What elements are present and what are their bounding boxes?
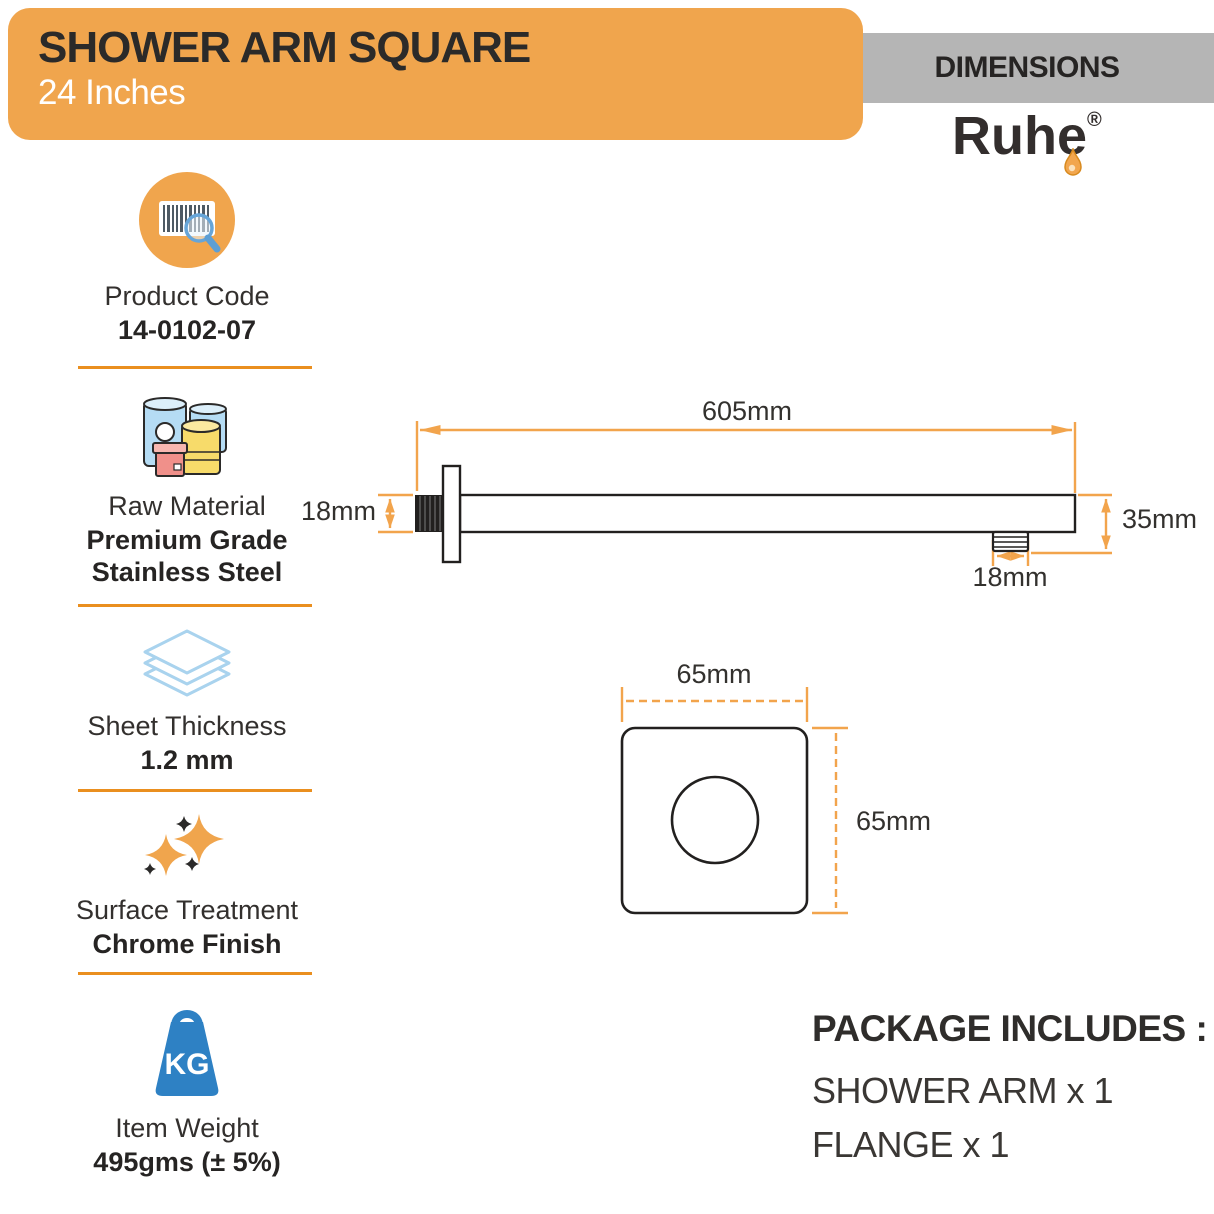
inlet-thread-label: 18mm [301,496,376,526]
brand-name: Ruhe [952,106,1087,166]
spec-label: Item Weight [115,1113,259,1143]
outlet-thread [991,530,1030,553]
page-subtitle: 24 Inches [38,73,186,112]
spec-raw-material: Raw Material Premium Grade Stainless Ste… [27,394,347,588]
title-banner: SHOWER ARM SQUARE 24 Inches [8,8,863,140]
shower-arm-drawing: 605mm 18mm 18mm 35mm [301,396,1197,592]
spec-product-code: Product Code 14-0102-07 [27,172,347,346]
spec-value: 495gms (± 5%) [93,1147,281,1177]
flange-width-label: 65mm [676,659,751,689]
dimensions-label: DIMENSIONS [934,51,1120,84]
item-weight-icon: KG [155,1010,219,1096]
spec-label: Surface Treatment [75,895,299,925]
surface-treatment-icon [144,814,224,876]
arm-body [415,464,1077,564]
page-title: SHOWER ARM SQUARE [38,23,531,72]
divider [78,366,312,369]
outlet-thread-label: 18mm [972,562,1047,592]
spec-item-weight: KG Item Weight 495gms (± 5%) [27,996,347,1178]
sheet-thickness-icon [143,629,231,697]
flange-height-label: 65mm [856,806,931,836]
package-item-flange: FLANGE x 1 [812,1124,1010,1165]
kg-label: KG [165,1048,210,1081]
spec-sheet-thickness: Sheet Thickness 1.2 mm [27,628,347,776]
package-includes-heading: PACKAGE INCLUDES : [812,1008,1208,1049]
flange-drawing: 65mm 65mm [620,659,931,915]
spec-label: Raw Material [108,491,266,521]
inlet-thread [415,495,443,532]
raw-material-icon [143,397,227,477]
arm-tube [458,493,1077,534]
spec-value: Premium Grade Stainless Steel [86,525,288,587]
wall-flange [441,464,462,564]
brand-logo: Ruhe® [952,106,1162,178]
spec-value: 1.2 mm [140,745,234,775]
water-droplet-icon [1064,148,1082,176]
dimensions-band: DIMENSIONS [840,33,1214,103]
flange-hole [670,775,760,865]
spec-value: 14-0102-07 [117,315,257,345]
divider [78,604,312,607]
flange-dimension-lines [620,687,848,915]
divider [78,972,312,975]
arm-length-label: 605mm [702,396,792,426]
registered-mark-icon: ® [1087,109,1102,131]
spec-label: Product Code [104,281,270,311]
spec-label: Sheet Thickness [87,711,287,741]
divider [78,789,312,792]
spec-surface-treatment: Surface Treatment Chrome Finish [27,812,347,960]
arm-height-label: 35mm [1122,504,1197,534]
spec-value: Chrome Finish [92,929,282,959]
package-item-shower-arm: SHOWER ARM x 1 [812,1070,1114,1111]
barcode-search-icon [139,172,235,268]
